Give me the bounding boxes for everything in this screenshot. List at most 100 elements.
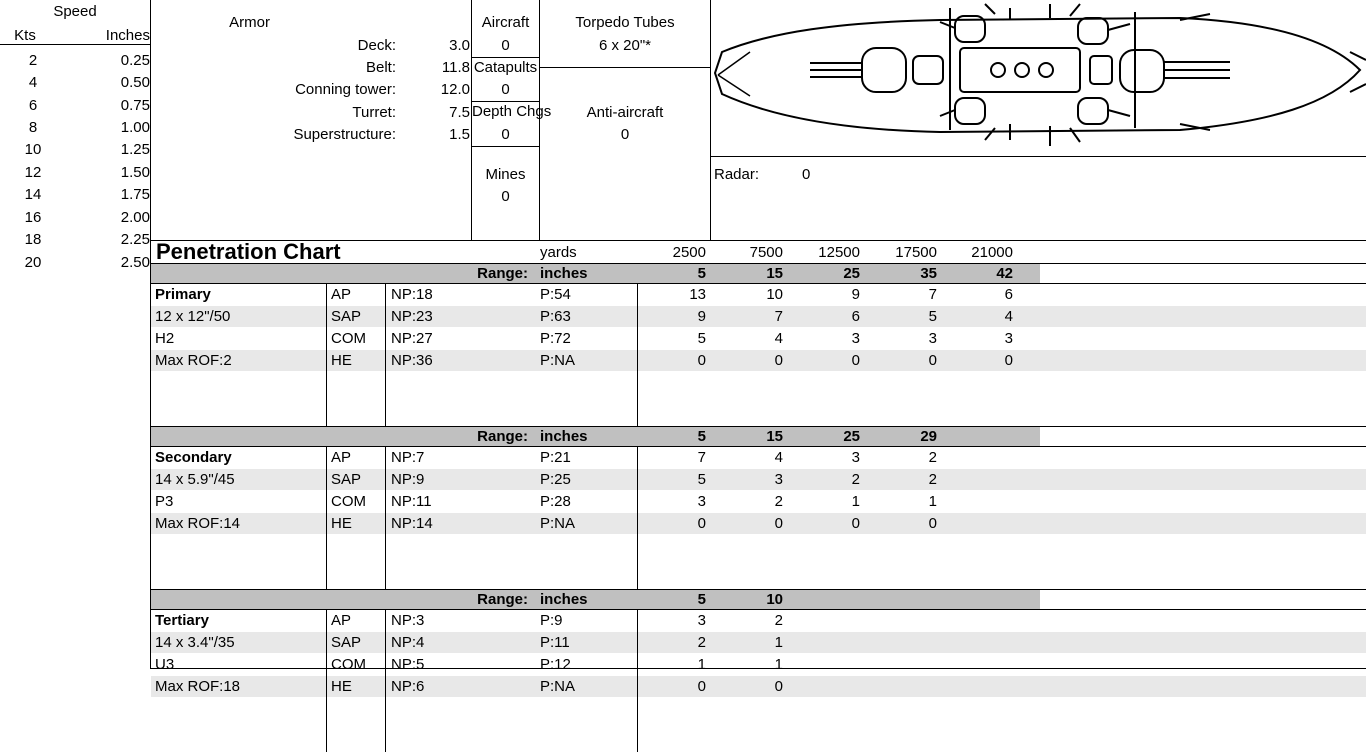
speed-kts-cell: 12	[24, 164, 42, 181]
p-value: P:28	[540, 493, 571, 510]
ship-topview-illustration	[713, 3, 1366, 146]
speed-inches-cell: 0.75	[120, 97, 150, 114]
range-inches-value: 25	[843, 265, 860, 282]
penetration-value: 1	[697, 656, 706, 673]
radar-label: Radar:	[714, 166, 760, 183]
shell-type: COM	[331, 493, 366, 510]
penetration-value: 0	[774, 352, 783, 369]
penetration-value: 0	[851, 515, 860, 532]
range-label: Range:	[477, 265, 528, 282]
yards-value: 21000	[971, 244, 1013, 261]
range-inches-value: 42	[996, 265, 1013, 282]
range-inches-value: 5	[697, 265, 706, 282]
speed-header-rule	[0, 44, 150, 45]
depth-charges-value: 0	[501, 126, 510, 143]
penetration-value: 1	[774, 656, 783, 673]
penetration-value: 6	[1004, 286, 1013, 303]
weapon-rof: Max ROF:2	[155, 352, 232, 369]
penetration-value: 1	[928, 493, 937, 510]
range-bar-top	[151, 426, 1366, 427]
weapon-guns: 14 x 5.9"/45	[155, 471, 235, 488]
np-value: NP:4	[391, 634, 425, 651]
yards-value: 12500	[818, 244, 860, 261]
penetration-value: 0	[697, 678, 706, 695]
armor-value: 1.5	[449, 126, 470, 143]
range-inches-label: inches	[540, 265, 588, 282]
penetration-value: 0	[928, 515, 937, 532]
penetration-value: 9	[697, 308, 706, 325]
speed-right-border	[150, 0, 151, 669]
type-col-border	[326, 610, 327, 752]
speed-kts-cell: 10	[24, 141, 42, 158]
shell-type: AP	[331, 286, 352, 303]
p-value: P:72	[540, 330, 571, 347]
row-shade	[151, 350, 1366, 371]
mines-value: 0	[501, 188, 510, 205]
aircraft-label: Aircraft	[481, 14, 530, 31]
penetration-value: 5	[697, 471, 706, 488]
p-col-border	[637, 284, 638, 426]
speed-kts-cell: 6	[28, 97, 38, 114]
antiaircraft-value: 0	[620, 126, 630, 143]
p-col-border	[637, 447, 638, 589]
range-inches-value: 35	[920, 265, 937, 282]
range-bar-bottom	[151, 609, 1366, 610]
range-inches-value: 15	[766, 265, 783, 282]
p-value: P:9	[540, 612, 563, 629]
p-value: P:25	[540, 471, 571, 488]
p-value: P:11	[540, 634, 570, 651]
range-bar-bottom	[151, 283, 1366, 284]
penetration-value: 2	[928, 449, 937, 466]
penetration-value: 2	[851, 471, 860, 488]
p-value: P:NA	[540, 515, 576, 532]
shell-type: SAP	[331, 471, 362, 488]
shell-type: SAP	[331, 634, 362, 651]
inches-header: Inches	[105, 27, 150, 44]
range-inches-value: 10	[766, 591, 783, 608]
torpedo-rule	[540, 67, 710, 68]
np-value: NP:11	[391, 493, 432, 510]
armor-value: 12.0	[440, 81, 470, 98]
range-inches-value: 5	[697, 428, 706, 445]
penetration-value: 0	[697, 515, 706, 532]
penetration-value: 0	[697, 352, 706, 369]
range-inches-value: 29	[920, 428, 937, 445]
catapults-label: Catapults	[473, 59, 538, 76]
weapon-rof: Max ROF:18	[155, 678, 241, 695]
weapon-name: Secondary	[155, 449, 232, 466]
shell-type: COM	[331, 330, 366, 347]
radar-top-rule	[710, 156, 1366, 157]
row-shade	[151, 306, 1366, 327]
penetration-value: 6	[851, 308, 860, 325]
speed-kts-cell: 20	[24, 254, 42, 271]
range-inches-label: inches	[540, 428, 588, 445]
speed-inches-cell: 2.25	[120, 231, 150, 248]
np-col-border	[385, 284, 386, 426]
speed-inches-cell: 2.50	[120, 254, 150, 271]
range-inches-label: inches	[540, 591, 588, 608]
weapon-code: H2	[155, 330, 175, 347]
shell-type: HE	[331, 352, 352, 369]
speed-kts-cell: 14	[24, 186, 42, 203]
speed-inches-cell: 0.25	[120, 52, 150, 69]
penetration-value: 2	[774, 493, 783, 510]
yards-label: yards	[540, 244, 577, 261]
weapon-name: Primary	[155, 286, 211, 303]
chart-top-rule	[151, 240, 1366, 241]
armor-label: Turret:	[352, 104, 396, 121]
penetration-value: 2	[774, 612, 783, 629]
weapon-guns: 14 x 3.4"/35	[155, 634, 235, 651]
weapon-guns: 12 x 12"/50	[155, 308, 231, 325]
range-bar	[151, 426, 1040, 446]
p-value: P:NA	[540, 352, 576, 369]
penetration-value: 7	[928, 286, 937, 303]
speed-kts-cell: 16	[24, 209, 42, 226]
armor-label: Conning tower:	[295, 81, 396, 98]
penetration-value: 4	[774, 449, 783, 466]
p-value: P:63	[540, 308, 571, 325]
p-col-border	[637, 610, 638, 752]
np-value: NP:18	[391, 286, 433, 303]
speed-inches-cell: 2.00	[120, 209, 150, 226]
penetration-value: 13	[689, 286, 706, 303]
np-value: NP:5	[391, 656, 425, 673]
